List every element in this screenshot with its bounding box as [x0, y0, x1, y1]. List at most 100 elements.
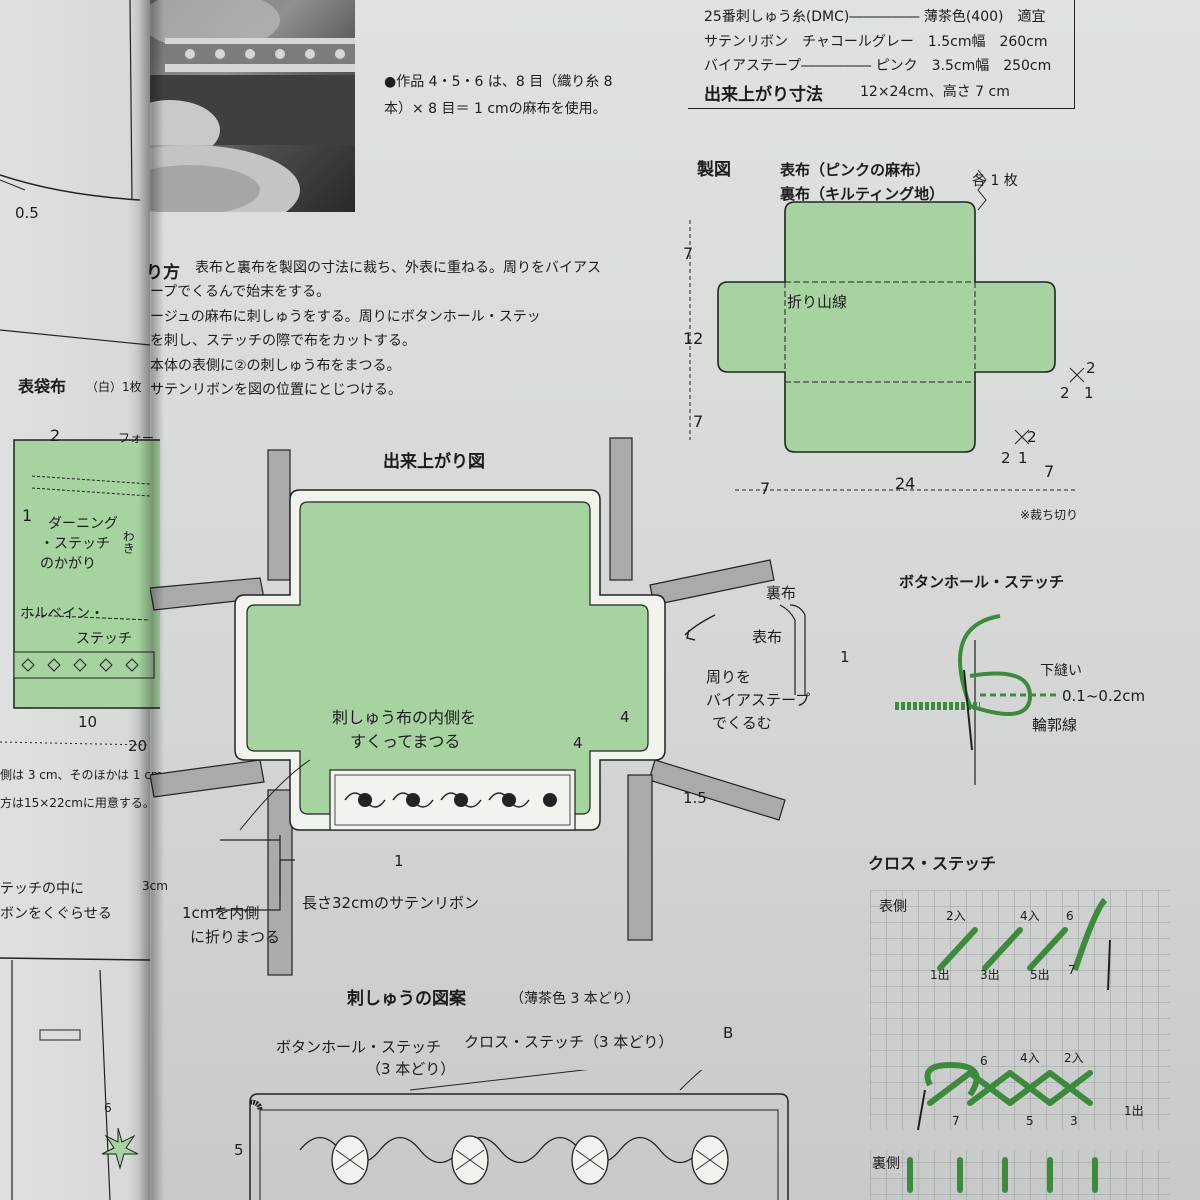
wrap-label-3: でくるむ — [712, 714, 772, 732]
cross-back-label: 裏側 — [872, 1156, 900, 1172]
num-4-a: 4 — [620, 708, 630, 726]
cross-out-3: 3出 — [980, 968, 1000, 982]
fold-in-label-2: に折りまつる — [190, 928, 281, 946]
drafting-diagram — [689, 169, 1085, 491]
cross-r-n3: 3 — [1070, 1114, 1078, 1128]
wrap-label-2: バイアステープ — [706, 691, 811, 709]
embroidery-pattern-diagram — [249, 1070, 789, 1200]
cross-out-1: 1出 — [930, 968, 950, 982]
instruction-line-3: ージュの麻布に刺しゅうをする。周りにボタンホール・ステッ — [150, 309, 541, 325]
drafting-title: 製図 — [697, 160, 731, 180]
scoop-label-1: 刺しゅう布の内側を — [332, 708, 477, 727]
material-bias: バイアステープ――――― ピンク 3.5cm幅 250cm — [704, 58, 1052, 74]
dim-10: 10 — [78, 713, 98, 731]
material-ribbon: サテンリボン チャコールグレー 1.5cm幅 260cm — [704, 34, 1048, 50]
corner-2-top: 2 — [1086, 359, 1096, 377]
dim-24: 24 — [895, 474, 916, 493]
buttonhole-title: ボタンホール・ステッチ — [899, 573, 1065, 591]
corner-2-lower-side: 2 — [1001, 449, 1011, 467]
cross-title: クロス・ステッチ — [868, 854, 997, 873]
note-line2: 本）× 8 目＝ 1 cmの麻布を使用。 — [384, 101, 607, 117]
fold-label: フォー — [118, 431, 155, 445]
num-1-side: 1 — [840, 648, 850, 666]
cross-out-5: 5出 — [1030, 968, 1050, 982]
holbein-label-2: ステッチ — [76, 631, 132, 647]
left-note-1: 側は 3 cm、そのほかは 1 cm — [0, 768, 163, 782]
material-thread: 25番刺しゅう糸(DMC)――――― 薄茶色(400) 適宜 — [704, 9, 1046, 25]
instructions-heading: り方 — [146, 258, 180, 283]
cross-front-label: 表側 — [879, 899, 907, 915]
pattern-dim-5: 5 — [234, 1141, 244, 1159]
fold-in-label-1: 1cmを内側 — [182, 904, 260, 922]
bag-title: 表袋布 — [18, 377, 67, 396]
buttonhole-outline: 輪郭線 — [1032, 716, 1078, 734]
dim-7-top: 7 — [683, 244, 694, 263]
drafting-outer: 表布（ピンクの麻布） — [780, 161, 931, 179]
stitch-note-2: ボンをくぐらせる — [0, 906, 112, 922]
holbein-label-1: ホルベイン・ — [20, 606, 104, 622]
left-page-diagram — [0, 0, 160, 1200]
cross-in-2: 2入 — [946, 909, 966, 923]
left-num-2: 2 — [50, 426, 61, 445]
dim-7-right: 7 — [1044, 462, 1055, 481]
pattern-cross-label: クロス・ステッチ（3 本どり） — [464, 1033, 674, 1051]
num-15: 1.5 — [683, 789, 707, 807]
inner-cloth-label: 表布 — [752, 628, 783, 646]
dim-3cm: 3cm — [142, 878, 168, 894]
corner-2-side: 2 — [1060, 384, 1070, 402]
outer-cloth-label: 裏布 — [766, 584, 797, 602]
dim-20: 20 — [128, 736, 147, 756]
note-line1: ●作品 4・5・6 は、8 目（織り糸 8 — [384, 74, 613, 90]
cross-n-6: 6 — [1066, 909, 1074, 923]
num-1-bottom: 1 — [394, 852, 404, 870]
buttonhole-distance: 0.1~0.2cm — [1062, 687, 1146, 705]
corner-2-lower: 2 — [1027, 428, 1037, 446]
dim-05: 0.5 — [15, 204, 39, 222]
pattern-title: 刺しゅうの図案 — [347, 989, 466, 1009]
cross-in-4: 4入 — [1020, 909, 1040, 923]
cross-n-7: 7 — [1068, 963, 1076, 977]
stitch-note-1: テッチの中に — [0, 881, 84, 897]
fold-line-label: 折り山線 — [787, 293, 848, 311]
cross-r-in2: 2入 — [1064, 1051, 1084, 1065]
waki-label: わき — [121, 530, 136, 554]
dim-7-left: 7 — [760, 479, 771, 498]
product-photo — [150, 0, 355, 212]
instruction-line-4: を刺し、ステッチの際で布をカットする。 — [150, 333, 416, 349]
cut-note: ※裁ち切り — [1020, 508, 1079, 522]
instruction-line-5: 本体の表側に②の刺しゅう布をまつる。 — [150, 358, 401, 374]
instruction-line-6: サテンリボンを図の位置にとじつける。 — [150, 382, 402, 398]
wrap-label-1: 周りを — [706, 668, 752, 686]
drafting-inner: 裏布（キルティング地） — [780, 185, 945, 203]
cross-r-n5: 5 — [1026, 1114, 1034, 1128]
dim-7-bottom: 7 — [693, 412, 704, 431]
size-label: 出来上がり寸法 — [704, 85, 823, 105]
size-value: 12×24cm、高さ 7 cm — [860, 84, 1010, 100]
left-num-1: 1 — [22, 506, 33, 525]
pattern-b-label: B — [723, 1024, 734, 1042]
pattern-buttonhole-label: ボタンホール・ステッチ — [276, 1038, 442, 1056]
cross-r-n6: 6 — [980, 1054, 988, 1068]
instruction-line-1: 表布と裏布を製図の寸法に裁ち、外表に重ねる。周りをバイアス — [195, 260, 601, 276]
ribbon-length-label: 長さ32cmのサテンリボン — [302, 894, 479, 912]
pattern-sub: （薄茶色 3 本どり） — [510, 991, 640, 1007]
left-note-2: 方は15×22cmに用意する。 — [0, 796, 155, 810]
instruction-line-2: ープでくるんで始末をする。 — [150, 284, 331, 300]
cross-r-out1: 1出 — [1124, 1104, 1144, 1118]
dim-12: 12 — [683, 329, 704, 348]
page-gutter — [138, 0, 164, 1200]
darning-label-3: のかがり — [40, 556, 96, 572]
buttonhole-diagram — [895, 614, 1060, 785]
materials-box — [688, 0, 1075, 109]
cross-stitch-diagram — [870, 890, 1170, 1200]
pattern-buttonhole-sub: （3 本どり） — [366, 1060, 456, 1078]
num-4-b: 4 — [573, 734, 583, 752]
bag-sub: （白）1枚 — [86, 380, 142, 394]
finished-title: 出来上がり図 — [383, 452, 485, 472]
cross-r-in4: 4入 — [1020, 1051, 1040, 1065]
finished-diagram — [150, 437, 806, 976]
buttonhole-under: 下縫い — [1040, 663, 1082, 679]
darning-label-2: ・ステッチ — [40, 536, 110, 552]
cross-r-n7: 7 — [952, 1114, 960, 1128]
dim-6: 6 — [104, 1101, 112, 1115]
